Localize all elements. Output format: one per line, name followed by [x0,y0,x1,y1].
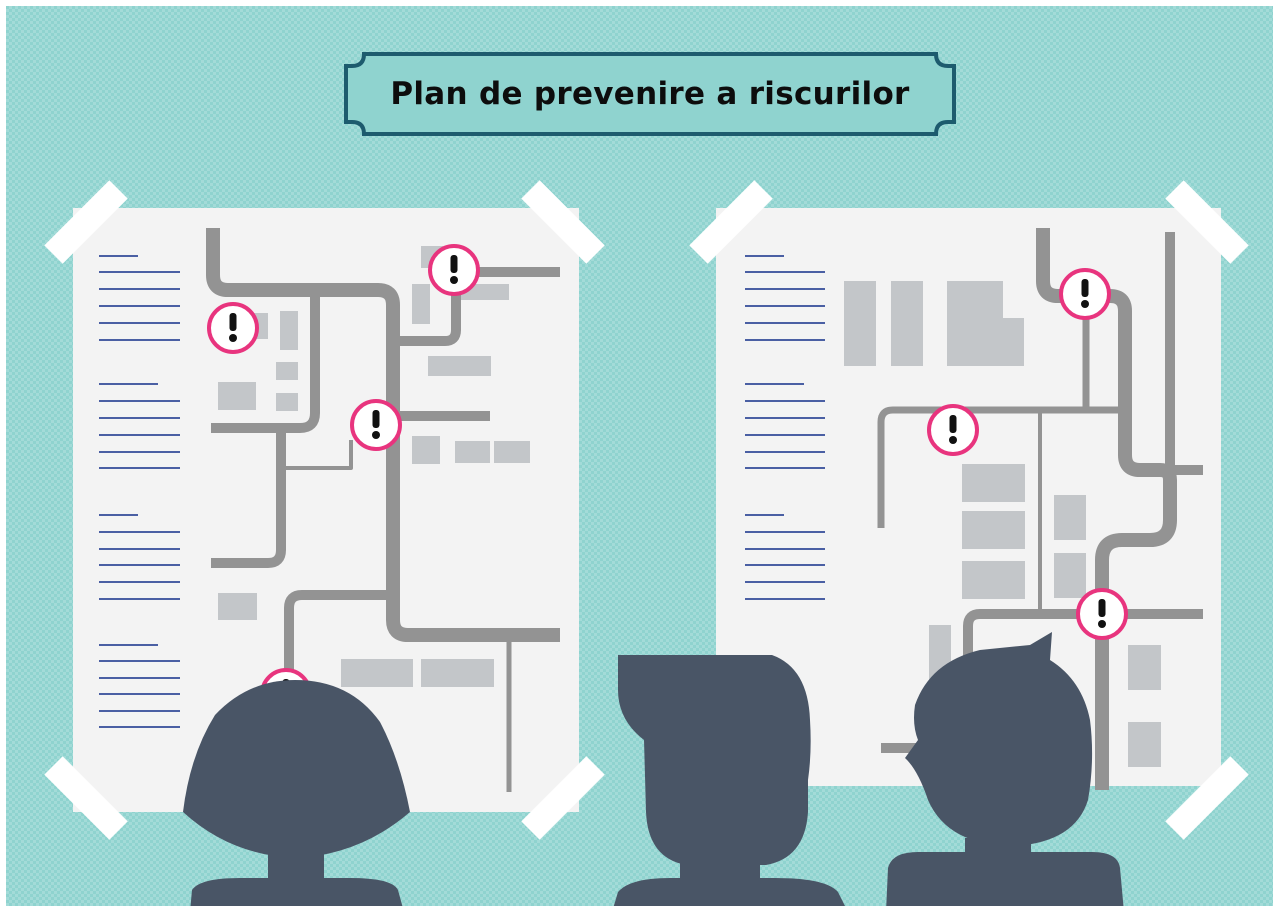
person-silhouette-left [183,680,410,906]
right-poster-text-lines [745,255,825,600]
left-map-poster [44,180,605,840]
hazard-marker-icon [207,302,259,354]
scene-artwork [44,180,1249,906]
right-poster-tape [689,180,1249,840]
title-banner: Plan de prevenire a riscurilor [342,50,958,138]
hazard-marker-icon [350,399,402,451]
right-poster-buildings [844,281,1161,767]
page-title: Plan de prevenire a riscurilor [390,76,910,112]
hazard-marker-icon [1076,588,1128,640]
hazard-marker-icon [1059,268,1111,320]
person-silhouette-right [886,632,1124,906]
hazard-marker-icon [927,404,979,456]
person-silhouette-middle [613,655,845,906]
illustration-scene: Plan de prevenire a riscurilor [6,6,1273,906]
left-poster-tape [44,180,605,840]
left-poster-buildings [218,246,530,687]
left-poster-text-lines [99,255,180,728]
banner-frame [344,52,956,136]
left-poster-roads [206,228,560,792]
hazard-marker-icon [428,244,480,296]
